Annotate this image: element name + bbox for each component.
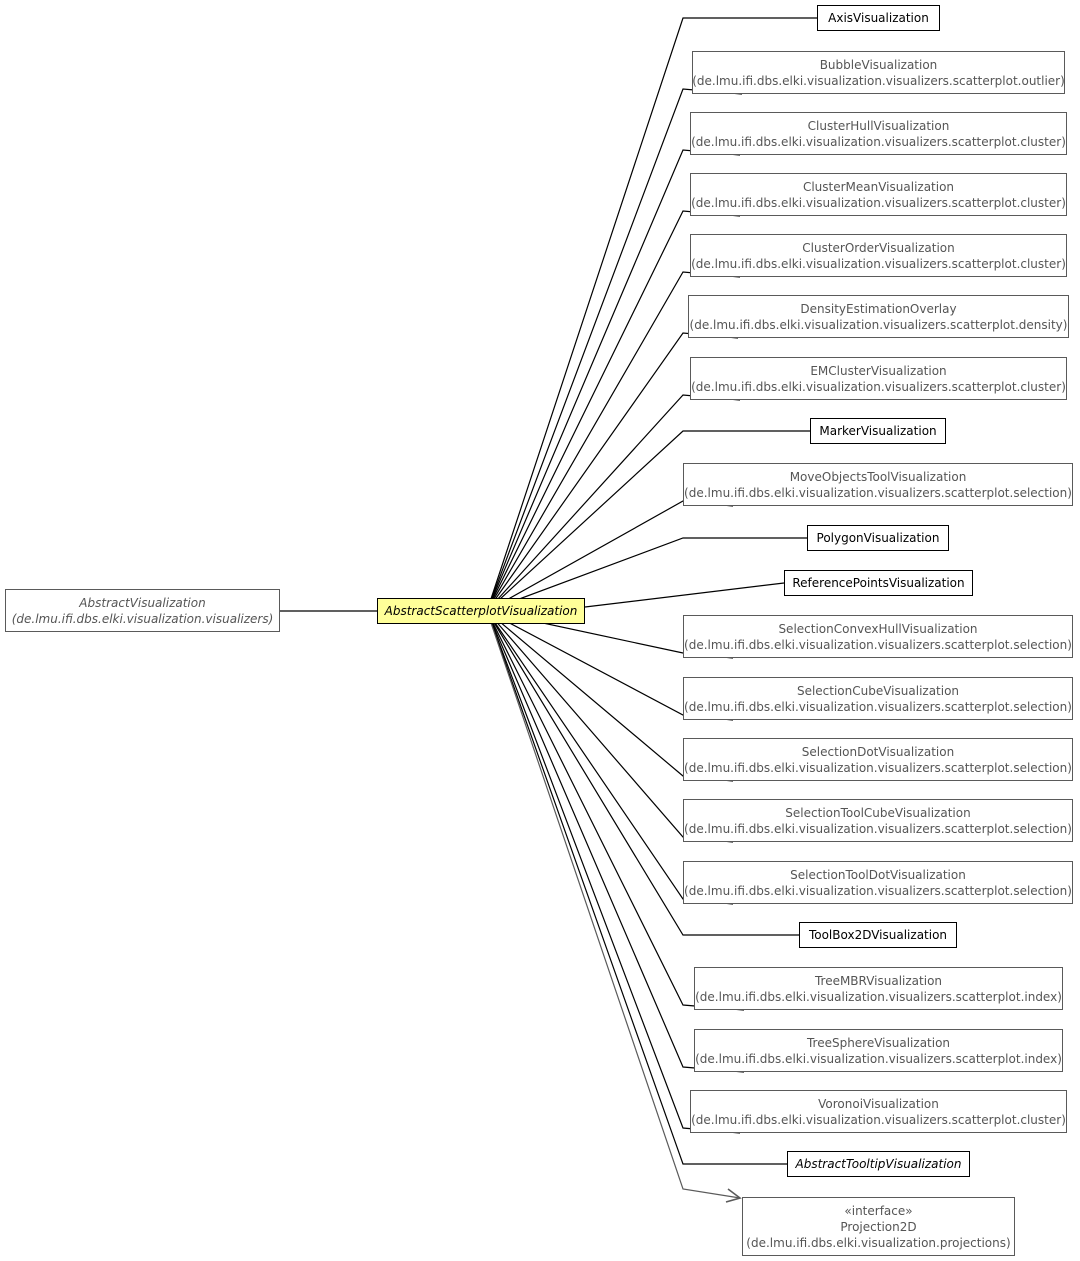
child-class-node[interactable]: SelectionCubeVisualization (de.lmu.ifi.d… <box>683 677 1073 720</box>
child-class-node[interactable]: ReferencePointsVisualization <box>784 570 973 596</box>
child-class-node[interactable]: ToolBox2DVisualization <box>799 922 957 948</box>
child-class-name: MarkerVisualization <box>819 424 937 438</box>
inheritance-edge <box>486 610 799 936</box>
child-class-name: ClusterOrderVisualization <box>802 240 955 255</box>
child-class-package: (de.lmu.ifi.dbs.elki.visualization.visua… <box>695 989 1062 1004</box>
child-class-package: (de.lmu.ifi.dbs.elki.visualization.visua… <box>684 699 1072 714</box>
child-class-name: SelectionConvexHullVisualization <box>778 621 978 636</box>
child-class-name: ClusterMeanVisualization <box>802 179 955 194</box>
child-class-package: (de.lmu.ifi.dbs.elki.visualization.visua… <box>684 485 1072 500</box>
interface-name: Projection2D <box>840 1219 917 1234</box>
child-class-name: AbstractTooltipVisualization <box>795 1157 962 1171</box>
child-class-name: BubbleVisualization <box>819 57 938 72</box>
child-class-package: (de.lmu.ifi.dbs.elki.visualization.visua… <box>684 760 1072 775</box>
child-class-name: SelectionToolCubeVisualization <box>785 805 971 820</box>
child-class-node[interactable]: VoronoiVisualization (de.lmu.ifi.dbs.elk… <box>690 1090 1067 1133</box>
child-class-name: PolygonVisualization <box>816 531 940 545</box>
child-class-node[interactable]: MarkerVisualization <box>810 418 946 444</box>
focus-class-name: AbstractScatterplotVisualization <box>384 604 578 618</box>
child-class-name: EMClusterVisualization <box>810 363 947 378</box>
child-class-node[interactable]: BubbleVisualization (de.lmu.ifi.dbs.elki… <box>692 51 1065 94</box>
child-class-node[interactable]: SelectionToolDotVisualization (de.lmu.if… <box>683 861 1073 904</box>
child-class-package: (de.lmu.ifi.dbs.elki.visualization.visua… <box>695 1051 1062 1066</box>
child-class-node[interactable]: SelectionDotVisualization (de.lmu.ifi.db… <box>683 738 1073 781</box>
focus-class-node[interactable]: AbstractScatterplotVisualization <box>377 598 585 624</box>
inheritance-edge <box>584 582 785 608</box>
child-class-package: (de.lmu.ifi.dbs.elki.visualization.visua… <box>684 821 1072 836</box>
child-class-name: ReferencePointsVisualization <box>792 576 965 590</box>
child-class-node[interactable]: ClusterHullVisualization (de.lmu.ifi.dbs… <box>690 112 1067 155</box>
child-class-node[interactable]: SelectionConvexHullVisualization (de.lmu… <box>683 615 1073 658</box>
child-class-name: TreeMBRVisualization <box>814 973 943 988</box>
parent-class-node[interactable]: AbstractVisualization (de.lmu.ifi.dbs.el… <box>5 589 280 632</box>
child-class-name: VoronoiVisualization <box>818 1096 939 1111</box>
inheritance-edge <box>486 500 734 612</box>
child-class-node[interactable]: TreeSphereVisualization (de.lmu.ifi.dbs.… <box>694 1029 1063 1072</box>
child-class-node[interactable]: PolygonVisualization <box>807 525 949 551</box>
dependency-arrowhead <box>725 1188 742 1203</box>
child-class-package: (de.lmu.ifi.dbs.elki.visualization.visua… <box>684 637 1072 652</box>
child-class-node[interactable]: EMClusterVisualization (de.lmu.ifi.dbs.e… <box>690 357 1067 400</box>
inheritance-edge <box>486 430 810 612</box>
child-class-name: SelectionCubeVisualization <box>796 683 960 698</box>
child-class-package: (de.lmu.ifi.dbs.elki.visualization.visua… <box>689 317 1068 332</box>
child-class-name: SelectionToolDotVisualization <box>790 867 966 882</box>
child-class-name: AxisVisualization <box>828 11 929 25</box>
child-class-package: (de.lmu.ifi.dbs.elki.visualization.visua… <box>691 256 1066 271</box>
child-class-node[interactable]: AxisVisualization <box>817 5 940 31</box>
child-class-package: (de.lmu.ifi.dbs.elki.visualization.visua… <box>684 883 1072 898</box>
child-class-name: SelectionDotVisualization <box>801 744 955 759</box>
child-class-package: (de.lmu.ifi.dbs.elki.visualization.visua… <box>691 1112 1066 1127</box>
interface-package: (de.lmu.ifi.dbs.elki.visualization.proje… <box>746 1235 1011 1250</box>
child-class-name: MoveObjectsToolVisualization <box>789 469 967 484</box>
child-class-node[interactable]: DensityEstimationOverlay (de.lmu.ifi.dbs… <box>688 295 1069 338</box>
child-class-package: (de.lmu.ifi.dbs.elki.visualization.visua… <box>691 379 1066 394</box>
child-class-name: DensityEstimationOverlay <box>800 301 957 316</box>
child-class-node[interactable]: MoveObjectsToolVisualization (de.lmu.ifi… <box>683 463 1073 506</box>
child-class-package: (de.lmu.ifi.dbs.elki.visualization.visua… <box>691 134 1066 149</box>
child-class-node[interactable]: AbstractTooltipVisualization <box>787 1151 970 1177</box>
inheritance-edge <box>486 537 807 612</box>
child-class-node[interactable]: ClusterMeanVisualization (de.lmu.ifi.dbs… <box>690 173 1067 216</box>
child-class-name: TreeSphereVisualization <box>806 1035 951 1050</box>
child-class-node[interactable]: SelectionToolCubeVisualization (de.lmu.i… <box>683 799 1073 842</box>
interface-node[interactable]: «interface» Projection2D (de.lmu.ifi.dbs… <box>742 1197 1015 1256</box>
child-class-package: (de.lmu.ifi.dbs.elki.visualization.visua… <box>692 73 1065 88</box>
inheritance-edge <box>486 17 817 612</box>
parent-class-name: AbstractVisualization <box>79 595 206 610</box>
child-class-name: ToolBox2DVisualization <box>808 928 948 942</box>
inheritance-edge <box>486 610 787 1165</box>
child-class-name: ClusterHullVisualization <box>807 118 950 133</box>
parent-class-package: (de.lmu.ifi.dbs.elki.visualization.visua… <box>11 611 274 626</box>
child-class-package: (de.lmu.ifi.dbs.elki.visualization.visua… <box>691 195 1066 210</box>
interface-stereotype: «interface» <box>844 1203 913 1218</box>
child-class-node[interactable]: TreeMBRVisualization (de.lmu.ifi.dbs.elk… <box>694 967 1063 1010</box>
child-class-node[interactable]: ClusterOrderVisualization (de.lmu.ifi.db… <box>690 234 1067 277</box>
inheritance-edge <box>486 610 741 1199</box>
